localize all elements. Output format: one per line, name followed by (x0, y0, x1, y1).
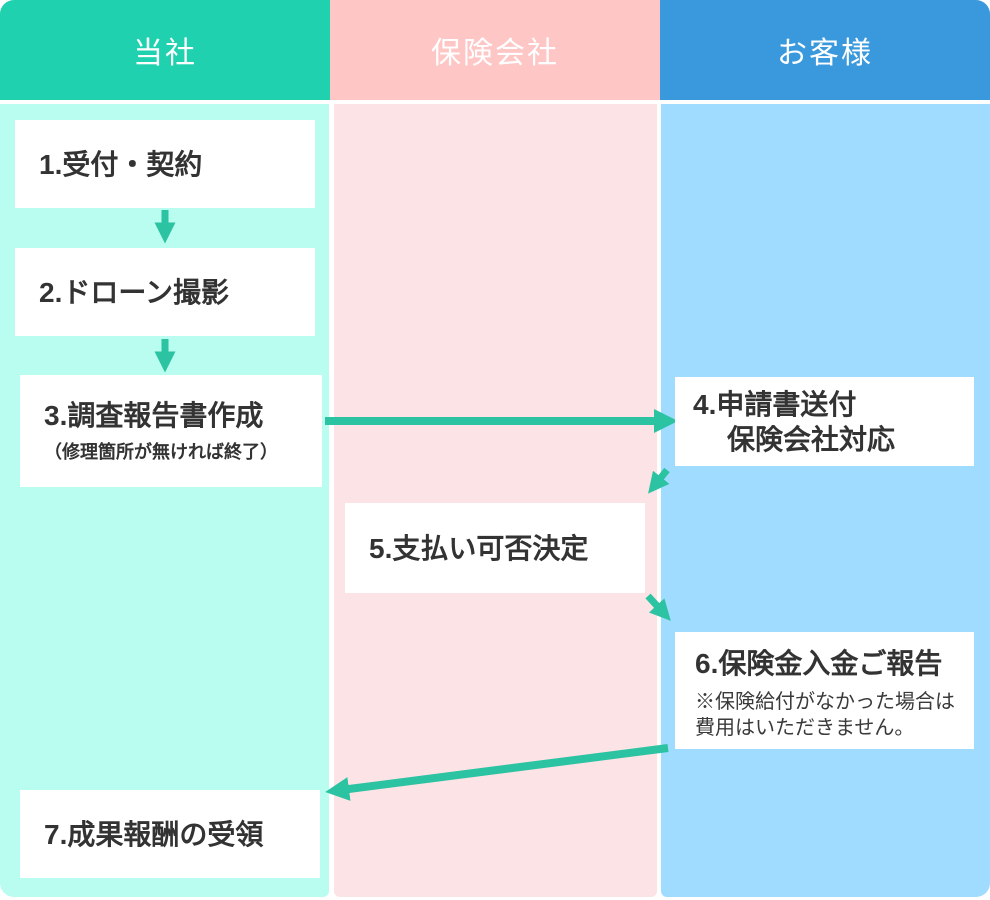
step-box-4: 4.申請書送付 保険会社対応 (675, 377, 974, 466)
step-box-3: 3.調査報告書作成 （修理箇所が無ければ終了） (20, 375, 322, 487)
step-box-5: 5.支払い可否決定 (345, 503, 645, 593)
step-box-2: 2.ドローン撮影 (15, 248, 315, 336)
lane-header-customer-label: お客様 (777, 37, 873, 70)
step-box-6: 6.保険金入金ご報告 ※保険給付がなかった場合は 費用はいただきません。 (675, 632, 974, 749)
step-6-note: ※保険給付がなかった場合は 費用はいただきません。 (695, 689, 974, 741)
step-5-label: 5.支払い可否決定 (369, 532, 589, 564)
step-6-note-line1: ※保険給付がなかった場合は (695, 691, 955, 713)
lane-column-insurer (334, 104, 657, 897)
step-4-label-line2: 保険会社対応 (727, 423, 896, 455)
step-box-7: 7.成果報酬の受領 (20, 790, 320, 878)
step-3-note: （修理箇所が無ければ終了） (44, 442, 278, 462)
lane-header-customer: お客様 (660, 0, 990, 100)
step-6-label: 6.保険金入金ご報告 (695, 648, 943, 679)
lane-header-company-label: 当社 (133, 37, 197, 70)
lane-header-insurer: 保険会社 (330, 0, 660, 100)
lane-column-customer (661, 104, 990, 897)
step-4-label-line1: 4.申請書送付 (693, 388, 857, 420)
lane-header-company: 当社 (0, 0, 330, 100)
step-6-note-line2: 費用はいただきません。 (695, 717, 915, 739)
step-3-label: 3.調査報告書作成 (44, 400, 264, 431)
lane-header-insurer-label: 保険会社 (431, 37, 559, 70)
lane-column-company (0, 104, 329, 897)
step-7-label: 7.成果報酬の受領 (44, 818, 264, 850)
step-2-label: 2.ドローン撮影 (39, 276, 229, 308)
step-1-label: 1.受付・契約 (39, 148, 203, 180)
step-box-1: 1.受付・契約 (15, 120, 315, 208)
